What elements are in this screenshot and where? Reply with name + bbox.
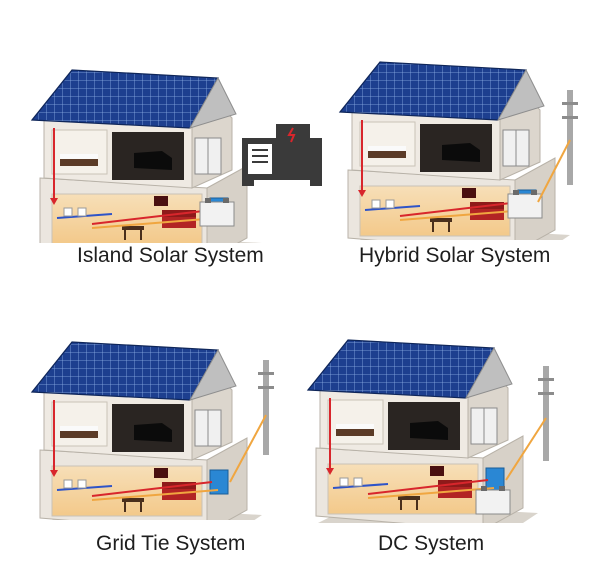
utility-pole-icon <box>562 90 578 185</box>
dc-system-label: DC System <box>378 532 485 555</box>
island-solar-system-panel <box>22 48 332 243</box>
hybrid-house-illustration <box>339 61 578 240</box>
utility-pole-icon <box>538 366 554 461</box>
battery-icon <box>507 189 543 219</box>
hybrid-solar-system-panel <box>330 40 590 240</box>
dc-system-panel <box>298 318 568 523</box>
island-house-illustration <box>31 69 322 243</box>
island-solar-system-label: Island Solar System <box>77 244 264 267</box>
dc-house-illustration <box>307 339 554 523</box>
battery-icon <box>475 485 511 515</box>
grid-tie-system-label: Grid Tie System <box>96 532 246 555</box>
grid-tie-house-illustration <box>31 341 274 520</box>
hybrid-solar-system-label: Hybrid Solar System <box>359 244 551 267</box>
utility-pole-icon <box>258 360 274 455</box>
battery-icon <box>199 197 235 227</box>
grid-tie-system-panel <box>22 320 292 520</box>
diesel-generator-icon <box>242 124 322 186</box>
